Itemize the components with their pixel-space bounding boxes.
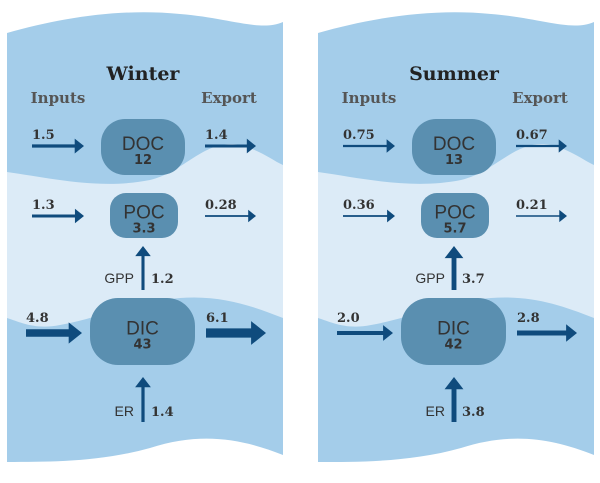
poc-input-arrow xyxy=(32,208,84,224)
gpp-label: GPP xyxy=(104,270,134,286)
poc-pool-box xyxy=(421,193,489,238)
doc-pool-box xyxy=(412,119,496,175)
doc-stock-value: 13 xyxy=(445,153,463,168)
doc-label: DOC xyxy=(433,134,475,155)
poc-export-arrow xyxy=(516,209,567,223)
gpp-label: GPP xyxy=(415,270,445,286)
poc-input-value: 0.36 xyxy=(343,198,375,213)
doc-input-value: 0.75 xyxy=(343,128,375,143)
poc-input-value: 1.3 xyxy=(32,198,55,213)
doc-stock-value: 12 xyxy=(134,153,152,168)
doc-label: DOC xyxy=(122,134,164,155)
dic-input-value: 4.8 xyxy=(26,311,49,326)
er-label: ER xyxy=(426,403,445,419)
poc-export-value: 0.21 xyxy=(516,198,548,213)
dic-label: DIC xyxy=(126,319,159,340)
panel-title: Summer xyxy=(409,63,500,85)
er-value: 1.4 xyxy=(151,405,174,420)
poc-export-arrow xyxy=(205,209,256,223)
doc-export-value: 1.4 xyxy=(205,128,228,143)
gpp-arrow xyxy=(135,246,151,290)
dic-input-arrow xyxy=(337,325,393,341)
gpp-arrow xyxy=(444,246,464,290)
dic-export-value: 2.8 xyxy=(517,311,540,326)
dic-export-value: 6.1 xyxy=(206,311,229,326)
doc-export-value: 0.67 xyxy=(516,128,548,143)
export-header: Export xyxy=(201,89,257,107)
er-label: ER xyxy=(115,403,134,419)
dic-input-value: 2.0 xyxy=(337,311,360,326)
poc-input-arrow xyxy=(343,209,395,223)
dic-pool-box xyxy=(90,298,195,365)
dic-export-arrow xyxy=(206,321,266,345)
poc-stock-value: 3.3 xyxy=(132,222,155,237)
dic-label: DIC xyxy=(437,319,470,340)
poc-pool-box xyxy=(110,193,178,238)
dic-stock-value: 43 xyxy=(133,338,151,353)
doc-input-arrow xyxy=(32,138,84,154)
dic-export-arrow xyxy=(517,324,577,342)
dic-pool-box xyxy=(401,298,506,365)
doc-pool-box xyxy=(101,119,185,175)
dic-stock-value: 42 xyxy=(444,338,462,353)
er-arrow xyxy=(135,377,151,422)
gpp-value: 3.7 xyxy=(462,272,485,287)
poc-label: POC xyxy=(434,203,475,224)
inputs-header: Inputs xyxy=(31,89,86,107)
poc-export-value: 0.28 xyxy=(205,198,237,213)
doc-export-arrow xyxy=(205,138,256,154)
doc-input-value: 1.5 xyxy=(32,128,55,143)
gpp-value: 1.2 xyxy=(151,272,174,287)
poc-label: POC xyxy=(123,203,164,224)
panel-title: Winter xyxy=(106,63,181,85)
dic-input-arrow xyxy=(26,322,82,344)
poc-stock-value: 5.7 xyxy=(443,222,466,237)
er-value: 3.8 xyxy=(462,405,485,420)
er-arrow xyxy=(444,377,464,422)
doc-input-arrow xyxy=(343,139,395,153)
export-header: Export xyxy=(512,89,568,107)
inputs-header: Inputs xyxy=(342,89,397,107)
doc-export-arrow xyxy=(516,139,567,153)
